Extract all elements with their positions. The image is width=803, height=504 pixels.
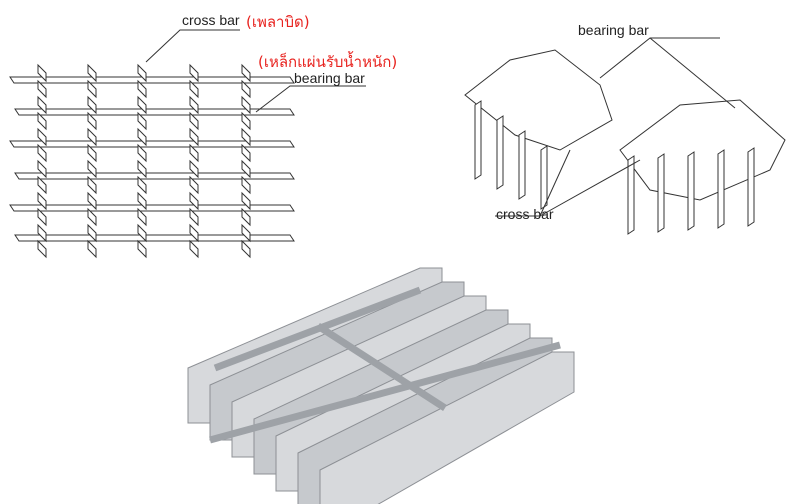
cross-bar-twist [137, 159, 147, 179]
cross-bar-twist [37, 79, 47, 99]
cross-bar [87, 63, 97, 259]
cross-bar-twist [87, 95, 97, 115]
cross-bar-twist [189, 127, 199, 147]
cross-bar-twist [189, 223, 199, 243]
cross-bar-twist [189, 159, 199, 179]
cross-bar-twist [37, 95, 47, 115]
bearing-bar [14, 234, 295, 242]
cross-bar-twist [37, 207, 47, 227]
cross-bar-twist [189, 191, 199, 211]
bearing-bar [717, 149, 725, 229]
cross-bar [37, 63, 47, 259]
bearing-bar [9, 76, 295, 84]
cross-bar-twist [87, 239, 97, 259]
cross-bar-twist [189, 175, 199, 195]
cross-bar-thai-label: (เพลาบิด) [246, 13, 310, 31]
cross-bar [316, 323, 447, 411]
cross-bar-twist [137, 95, 147, 115]
cross-bar [189, 63, 199, 259]
cross-bar-twist [241, 127, 251, 147]
cross-bar-twist [37, 223, 47, 243]
cross-bar-twist [87, 175, 97, 195]
cross-bar-twist [241, 175, 251, 195]
cross-bar-twist [137, 239, 147, 259]
cross-bar [241, 63, 251, 259]
bearing-bar [319, 351, 575, 504]
bearing-bar [627, 155, 635, 235]
cross-bar-twist [137, 143, 147, 163]
bearing-bar-thai-label: (เหล็กแผ่นรับน้ำหนัก) [258, 53, 398, 71]
cross-bar-twist [137, 79, 147, 99]
cross-bar-twist [87, 79, 97, 99]
grating-photo [187, 267, 575, 504]
cross-bar-twist [137, 127, 147, 147]
cross-bar-twist [37, 143, 47, 163]
cross-bar-twist [189, 111, 199, 131]
bearing-bar [540, 145, 548, 210]
right-grating-drawing [464, 37, 786, 235]
cross-bar-twist [137, 63, 147, 83]
bearing-bar [474, 100, 482, 180]
cross-bar-twist [137, 111, 147, 131]
bearing-bar-label: bearing bar [294, 70, 365, 86]
cross-bar-twist [241, 239, 251, 259]
right-cross-bar-label: cross bar [496, 206, 554, 222]
cross-bar-twist [189, 239, 199, 259]
cross-bar-twist [137, 191, 147, 211]
cross-bar-twist [37, 191, 47, 211]
cross-bar-twist [241, 191, 251, 211]
cross-bar [137, 63, 147, 259]
cross-bar-twist [241, 79, 251, 99]
cross-bar-twist [87, 191, 97, 211]
cross-bar-twist [189, 143, 199, 163]
cross-bar-twist [241, 143, 251, 163]
cross-bar-twist [87, 111, 97, 131]
cross-bar-twist [241, 95, 251, 115]
bearing-bar [9, 140, 295, 148]
cross-bar-twist [241, 207, 251, 227]
bearing-bar [14, 108, 295, 116]
cross-bar-twist [87, 63, 97, 83]
cross-bar-twist [189, 207, 199, 227]
bearing-bar [747, 147, 755, 227]
cross-bar-twist [37, 239, 47, 259]
cross-bar-twist [189, 79, 199, 99]
bearing-bar [9, 204, 295, 212]
cross-bar-twist [37, 63, 47, 83]
cross-bar-twist [189, 63, 199, 83]
cross-bar-twist [37, 159, 47, 179]
bearing-bar [14, 172, 295, 180]
cross-bar-twist [241, 223, 251, 243]
cross-bar-twist [37, 175, 47, 195]
bearing-bar [518, 130, 526, 200]
cross-bar-twist [241, 159, 251, 179]
left-grating-drawing [9, 29, 366, 259]
cross-bar-twist [137, 223, 147, 243]
cross-bar-twist [241, 111, 251, 131]
bearing-bar [687, 151, 695, 231]
cross-bar-twist [37, 127, 47, 147]
cross-bar-twist [87, 143, 97, 163]
cross-bar-twist [87, 223, 97, 243]
cross-bar-twist [37, 111, 47, 131]
cross-bar-twist [241, 63, 251, 83]
cross-bar-twist [189, 95, 199, 115]
cross-bar [209, 341, 561, 444]
bearing-bar [657, 153, 665, 233]
cross-bar-twist [137, 207, 147, 227]
right-bearing-bar-label: bearing bar [578, 22, 649, 38]
cross-bar-twist [87, 159, 97, 179]
cross-bar-label: cross bar [182, 12, 240, 28]
cross-bar-twist [87, 207, 97, 227]
cross-bar-twist [137, 175, 147, 195]
bearing-bar [496, 115, 504, 190]
cross-bar-twist [87, 127, 97, 147]
